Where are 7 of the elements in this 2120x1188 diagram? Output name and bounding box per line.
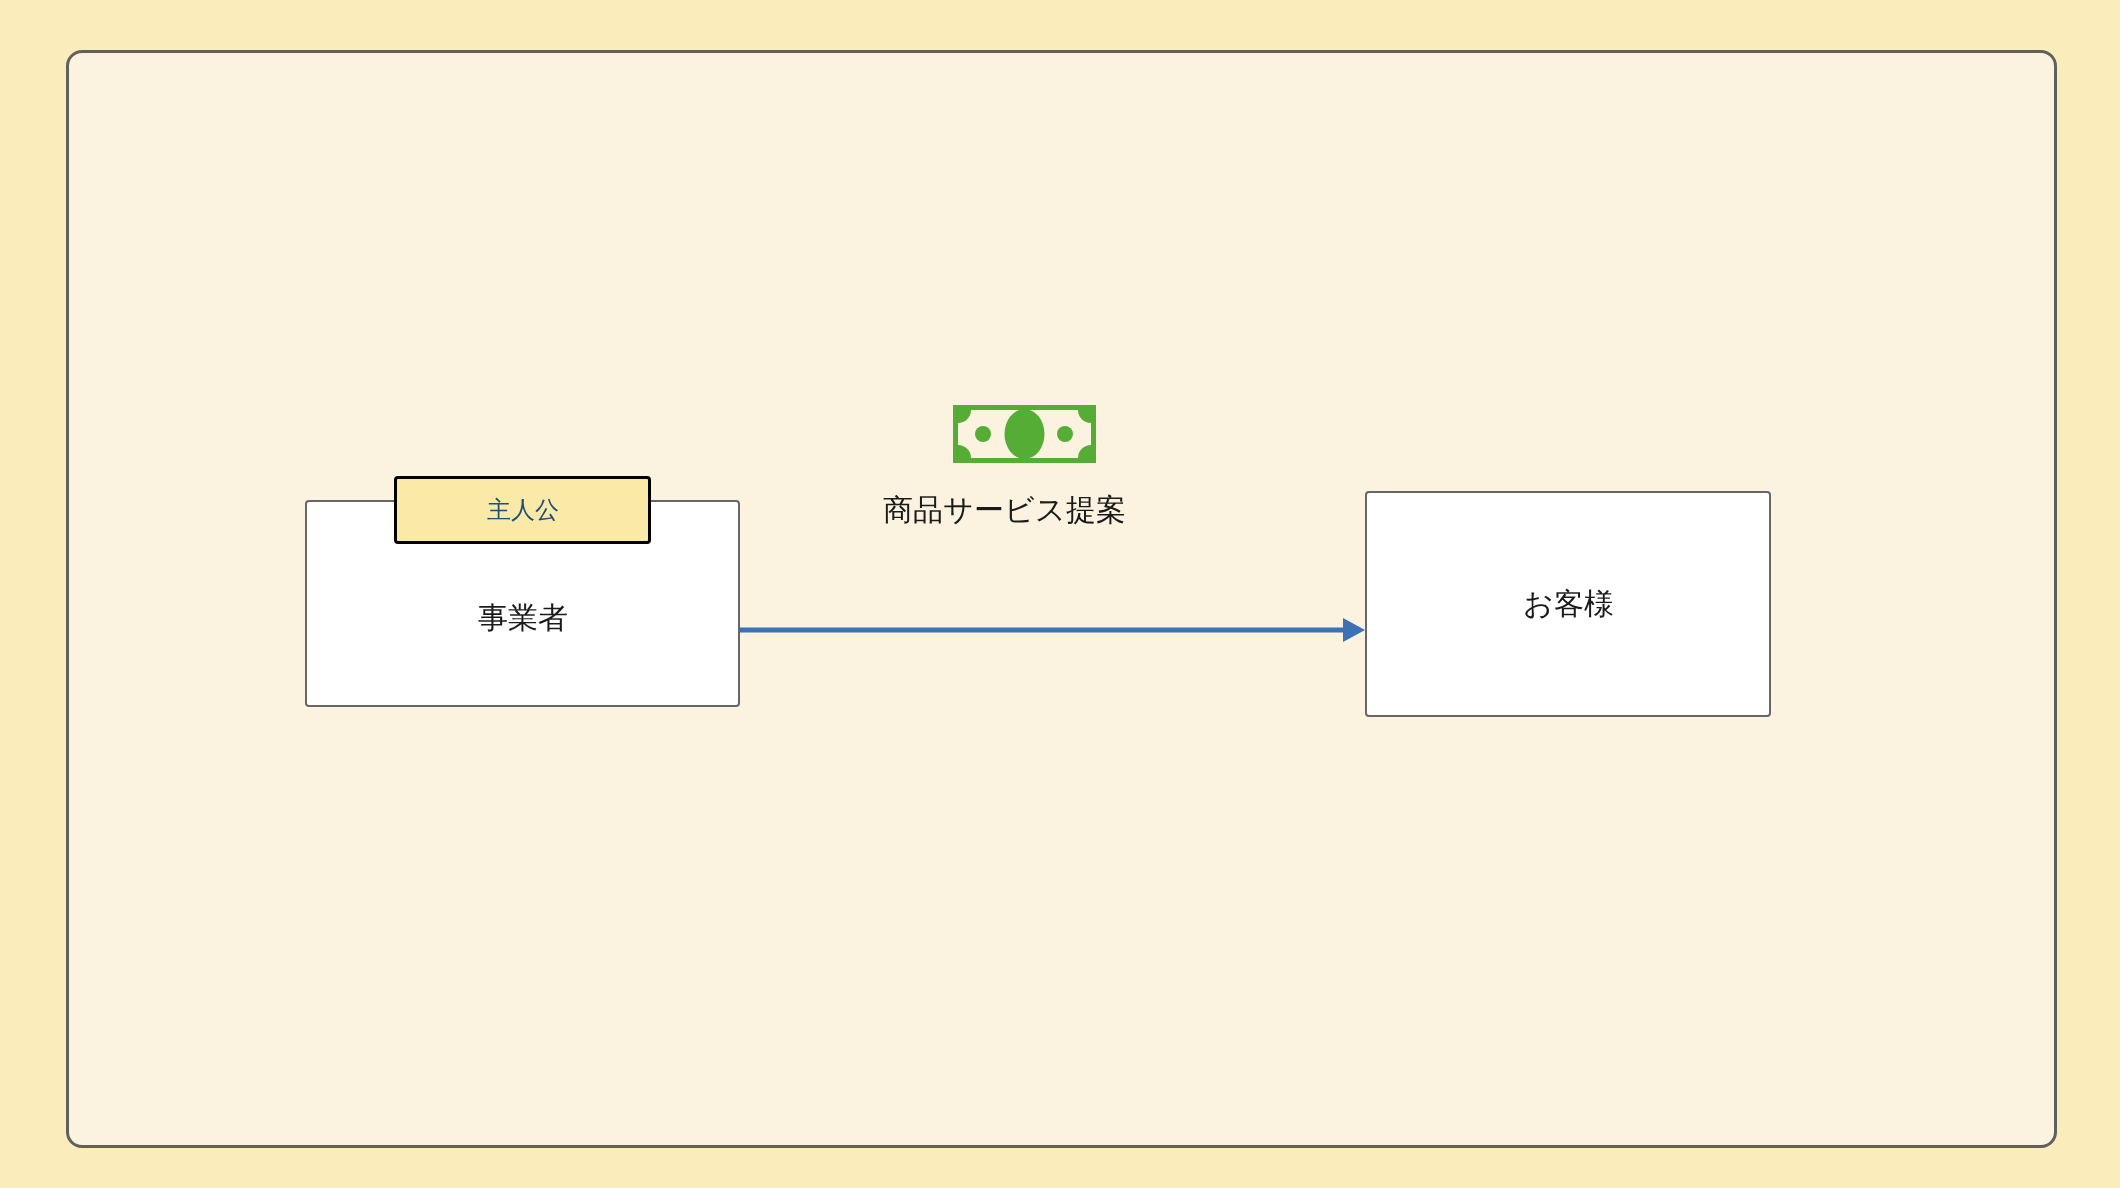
tag-label: 主人公 [486,495,559,525]
edge-label: 商品サービス提案 [882,492,1126,528]
arrow [740,618,1365,642]
node-label: お客様 [1522,586,1614,622]
actor-box [1365,491,1771,717]
tag-badge [394,476,651,544]
node-label: 事業者 [477,599,568,636]
